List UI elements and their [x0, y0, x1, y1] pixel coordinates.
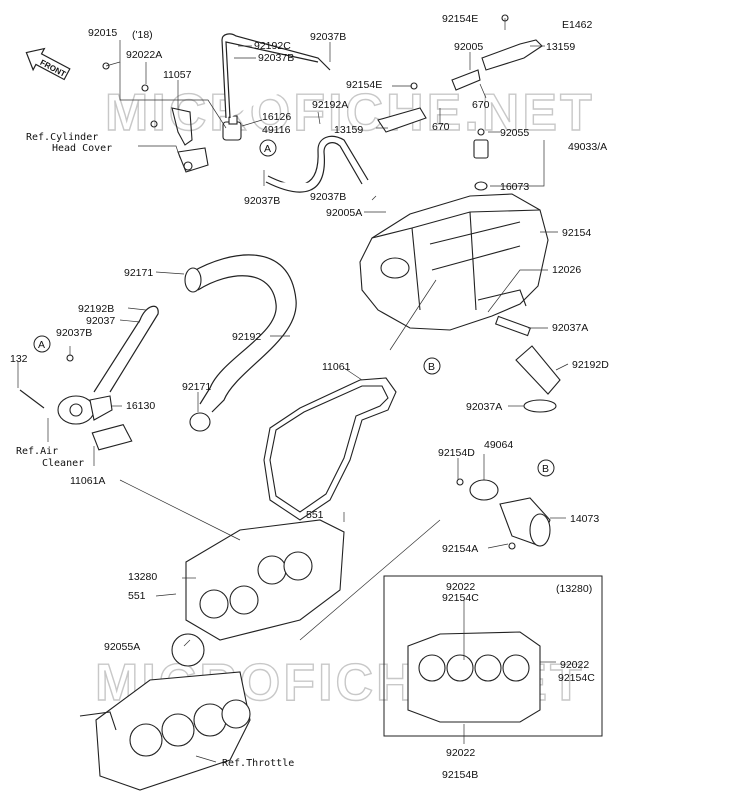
label-16126: 16126: [262, 111, 291, 123]
label-49033A: 49033/A: [568, 141, 607, 153]
label-92005: 92005: [454, 41, 483, 53]
label-92055A: 92055A: [104, 641, 140, 653]
air-cleaner-housing: [359, 193, 549, 331]
label-92037A-1: 92037A: [552, 322, 588, 334]
label-inset-92022-top: 92022: [446, 581, 475, 593]
watermark-top: MICROFICHE.NET: [105, 84, 595, 142]
label-92192C: 92192C: [254, 40, 291, 52]
vacuum-valve-assembly: [102, 62, 242, 173]
label-49116: 49116: [262, 124, 291, 136]
label-ref-cylinder: Ref.Cylinder: [26, 132, 98, 143]
sensor-assembly: [377, 14, 543, 191]
label-551-1: 551: [306, 509, 324, 521]
label-inset-92022-right: 92022: [560, 659, 589, 671]
label-92154A: 92154A: [442, 543, 478, 555]
callout-b-1: B: [423, 357, 441, 375]
callout-a-1: A: [259, 139, 277, 157]
label-92037B-1: 92037B: [310, 31, 346, 43]
inset-title: (13280): [556, 583, 592, 595]
label-92192A: 92192A: [312, 99, 348, 111]
label-ref-throttle: Ref.Throttle: [222, 758, 294, 769]
label-13159-1: 13159: [546, 41, 575, 53]
label-16130: 16130: [126, 400, 155, 412]
label-92055: 92055: [500, 127, 529, 139]
svg-text:B: B: [542, 463, 549, 475]
svg-text:A: A: [38, 339, 45, 351]
label-11061A: 11061A: [70, 475, 105, 487]
inset-box: [383, 575, 603, 737]
label-92037B-5: 92037B: [56, 327, 92, 339]
label-92154D: 92154D: [438, 447, 475, 459]
label-92192D: 92192D: [572, 359, 609, 371]
throttle-body-gasket-13280: [171, 519, 345, 667]
label-92154E-1: 92154E: [442, 13, 478, 25]
part-labels: 92015 ('18) 92022A 11057 Ref.Cylinder He…: [10, 13, 609, 781]
label-92037B-2: 92037B: [258, 52, 294, 64]
label-670-1: 670: [472, 99, 490, 111]
label-92005A: 92005A: [326, 207, 362, 219]
label-92192B: 92192B: [78, 303, 114, 315]
callout-a-2: A: [33, 335, 51, 353]
label-16073: 16073: [500, 181, 529, 193]
label-11061: 11061: [322, 361, 351, 373]
label-11057: 11057: [163, 69, 192, 81]
label-132: 132: [10, 353, 28, 365]
label-18: ('18): [132, 29, 153, 41]
label-92154: 92154: [562, 227, 591, 239]
clamp-92171-upper: [184, 267, 202, 293]
label-inset-92154B: 92154B: [442, 769, 478, 781]
label-92171-2: 92171: [182, 381, 211, 393]
label-92037B-4: 92037B: [310, 191, 346, 203]
valve-16130: [19, 305, 159, 451]
clamp-92037A-upper: [494, 315, 532, 337]
diagram-code: E1462: [562, 19, 593, 31]
label-13280: 13280: [128, 571, 157, 583]
gasket-11061: [263, 377, 397, 521]
inset-gasket: [407, 631, 541, 723]
label-49064: 49064: [484, 439, 513, 451]
label-92015: 92015: [88, 27, 117, 39]
label-inset-92154C-right: 92154C: [558, 672, 595, 684]
label-cleaner: Cleaner: [42, 458, 84, 469]
svg-text:A: A: [264, 143, 271, 155]
label-92037: 92037: [86, 315, 115, 327]
label-670-2: 670: [432, 121, 450, 133]
svg-text:B: B: [428, 361, 435, 373]
label-92171-1: 92171: [124, 267, 153, 279]
callout-b-2: B: [537, 459, 555, 477]
clamp-92037A: [523, 399, 557, 413]
label-ref-air: Ref.Air: [16, 446, 58, 457]
label-14073: 14073: [570, 513, 599, 525]
label-inset-92154C-top: 92154C: [442, 592, 479, 604]
front-arrow-icon: FRONT: [25, 47, 71, 81]
label-92192: 92192: [232, 331, 261, 343]
label-head-cover: Head Cover: [52, 143, 112, 154]
label-92022A: 92022A: [126, 49, 162, 61]
leader-lines: [17, 18, 569, 763]
label-92037B-3: 92037B: [244, 195, 280, 207]
label-12026: 12026: [552, 264, 581, 276]
label-92154E-2: 92154E: [346, 79, 382, 91]
label-92037A-2: 92037A: [466, 401, 502, 413]
duct-92192D: [515, 345, 561, 395]
clamp-92171-lower: [189, 412, 211, 432]
label-inset-92022-bottom: 92022: [446, 747, 475, 759]
label-13159-2: 13159: [334, 124, 363, 136]
label-551-2: 551: [128, 590, 146, 602]
intake-14073: [456, 478, 551, 550]
